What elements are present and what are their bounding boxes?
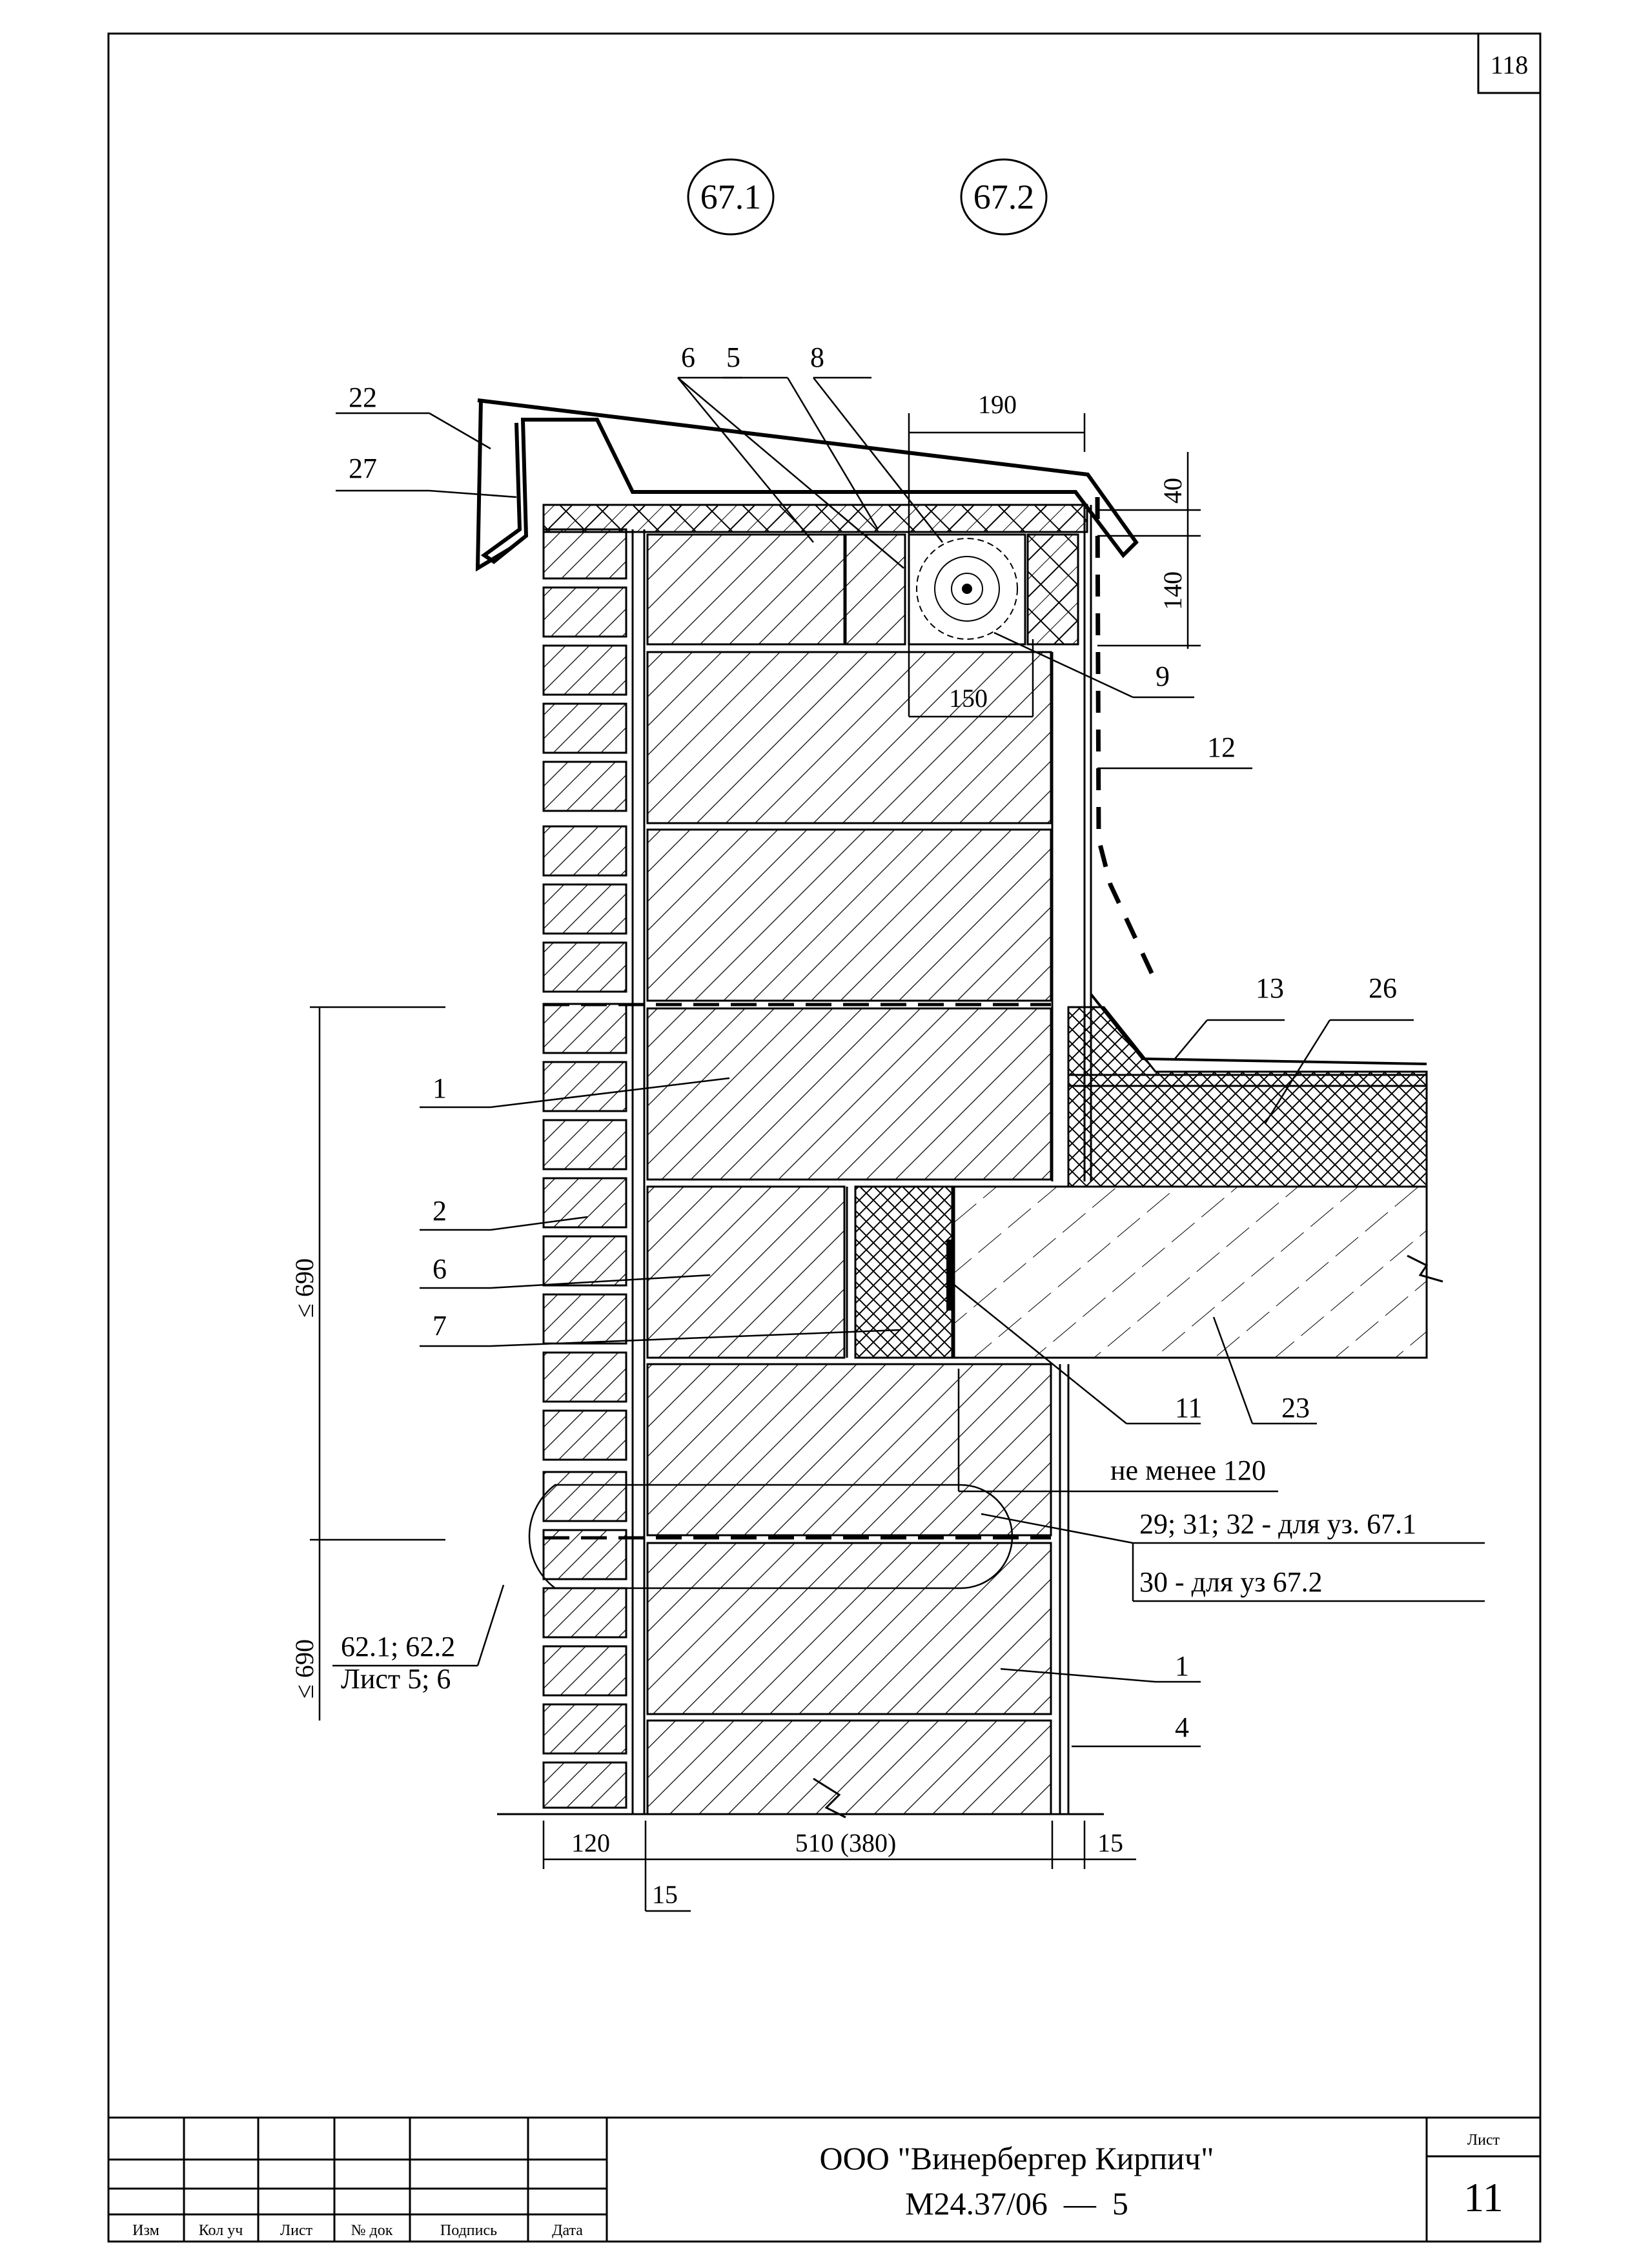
callout-4: 4 <box>1175 1711 1189 1743</box>
dim-140: 140 <box>1158 571 1187 610</box>
callout-13: 13 <box>1256 972 1284 1004</box>
thermal-insert-7 <box>854 1185 953 1359</box>
block-masonry <box>646 533 1052 1815</box>
callout-12: 12 <box>1207 731 1236 763</box>
detail-marker-67-1 <box>687 158 775 236</box>
dim-150: 150 <box>949 684 988 713</box>
note-ref-sheet: Лист 5; 6 <box>341 1663 451 1695</box>
floor-slab-23 <box>953 1185 1428 1359</box>
tb-col-kol: Кол уч <box>199 2222 243 2239</box>
page-number-box <box>1477 32 1542 94</box>
wood-plate <box>542 504 1088 533</box>
dim-190: 190 <box>978 390 1017 419</box>
callout-22: 22 <box>349 382 377 413</box>
note-ref-67-2: 30 - для уз 67.2 <box>1139 1566 1323 1598</box>
dim-690-top: ≤ 690 <box>290 1258 319 1318</box>
parapet-cap <box>477 398 1139 564</box>
callout-8: 8 <box>810 342 824 373</box>
dim-15-right: 15 <box>1097 1828 1123 1857</box>
anchor-block-5 <box>844 533 906 646</box>
callout-6-mid: 6 <box>433 1253 447 1285</box>
callout-7: 7 <box>433 1310 447 1342</box>
leader-lines <box>332 376 1485 1748</box>
callout-6-top: 6 <box>681 342 695 373</box>
callout-5: 5 <box>726 342 740 373</box>
callout-26: 26 <box>1369 972 1397 1004</box>
callout-23: 23 <box>1281 1392 1310 1424</box>
facing-brick-column <box>542 528 627 1809</box>
callout-9: 9 <box>1156 660 1170 692</box>
dimension-labels: 190 40 140 150 ≤ 690 ≤ 690 120 510 (380)… <box>290 390 1187 1909</box>
tb-company: ООО "Винербергер Кирпич" <box>820 2140 1214 2176</box>
callout-labels: 22 27 6 5 8 9 12 13 26 1 2 6 7 11 23 1 4 <box>349 342 1397 1743</box>
callout-11: 11 <box>1175 1392 1202 1424</box>
tb-col-date: Дата <box>552 2222 583 2239</box>
detail-marker-67-2-label: 67.2 <box>973 178 1035 216</box>
tb-col-doc: № док <box>351 2222 393 2239</box>
dim-15-left: 15 <box>652 1880 678 1909</box>
detail-marker-67-2 <box>960 158 1048 236</box>
tb-sheet-number: 11 <box>1463 2174 1503 2220</box>
dimension-lines <box>310 413 1201 1912</box>
tb-col-list: Лист <box>280 2222 313 2239</box>
tb-code: М24.37/06 — 5 <box>905 2185 1128 2222</box>
callout-2: 2 <box>433 1195 447 1227</box>
note-ref-67-1: 29; 31; 32 - для уз. 67.1 <box>1139 1508 1416 1540</box>
dim-510: 510 (380) <box>795 1828 897 1857</box>
page-number: 118 <box>1491 50 1529 79</box>
dim-690-bottom: ≤ 690 <box>290 1639 319 1699</box>
roof-membrane <box>1095 496 1158 983</box>
notes: не менее 120 29; 31; 32 - для уз. 67.1 3… <box>341 1455 1416 1695</box>
tb-sheet-label: Лист <box>1467 2132 1500 2149</box>
callout-1-left: 1 <box>433 1072 447 1104</box>
callout-1-right: 1 <box>1175 1650 1189 1682</box>
dim-40: 40 <box>1158 478 1187 504</box>
title-block <box>107 2116 1542 2243</box>
tb-col-izm: Изм <box>132 2222 159 2239</box>
tb-col-sign: Подпись <box>440 2222 497 2239</box>
callout-27: 27 <box>349 453 377 484</box>
title-block-columns: Изм Кол уч Лист № док Подпись Дата <box>132 2222 583 2239</box>
note-ref-62: 62.1; 62.2 <box>341 1631 455 1662</box>
note-min-120: не менее 120 <box>1110 1455 1266 1486</box>
detail-marker-67-1-label: 67.1 <box>700 178 762 216</box>
wall-section <box>475 398 1443 1819</box>
dim-120: 120 <box>571 1828 610 1857</box>
